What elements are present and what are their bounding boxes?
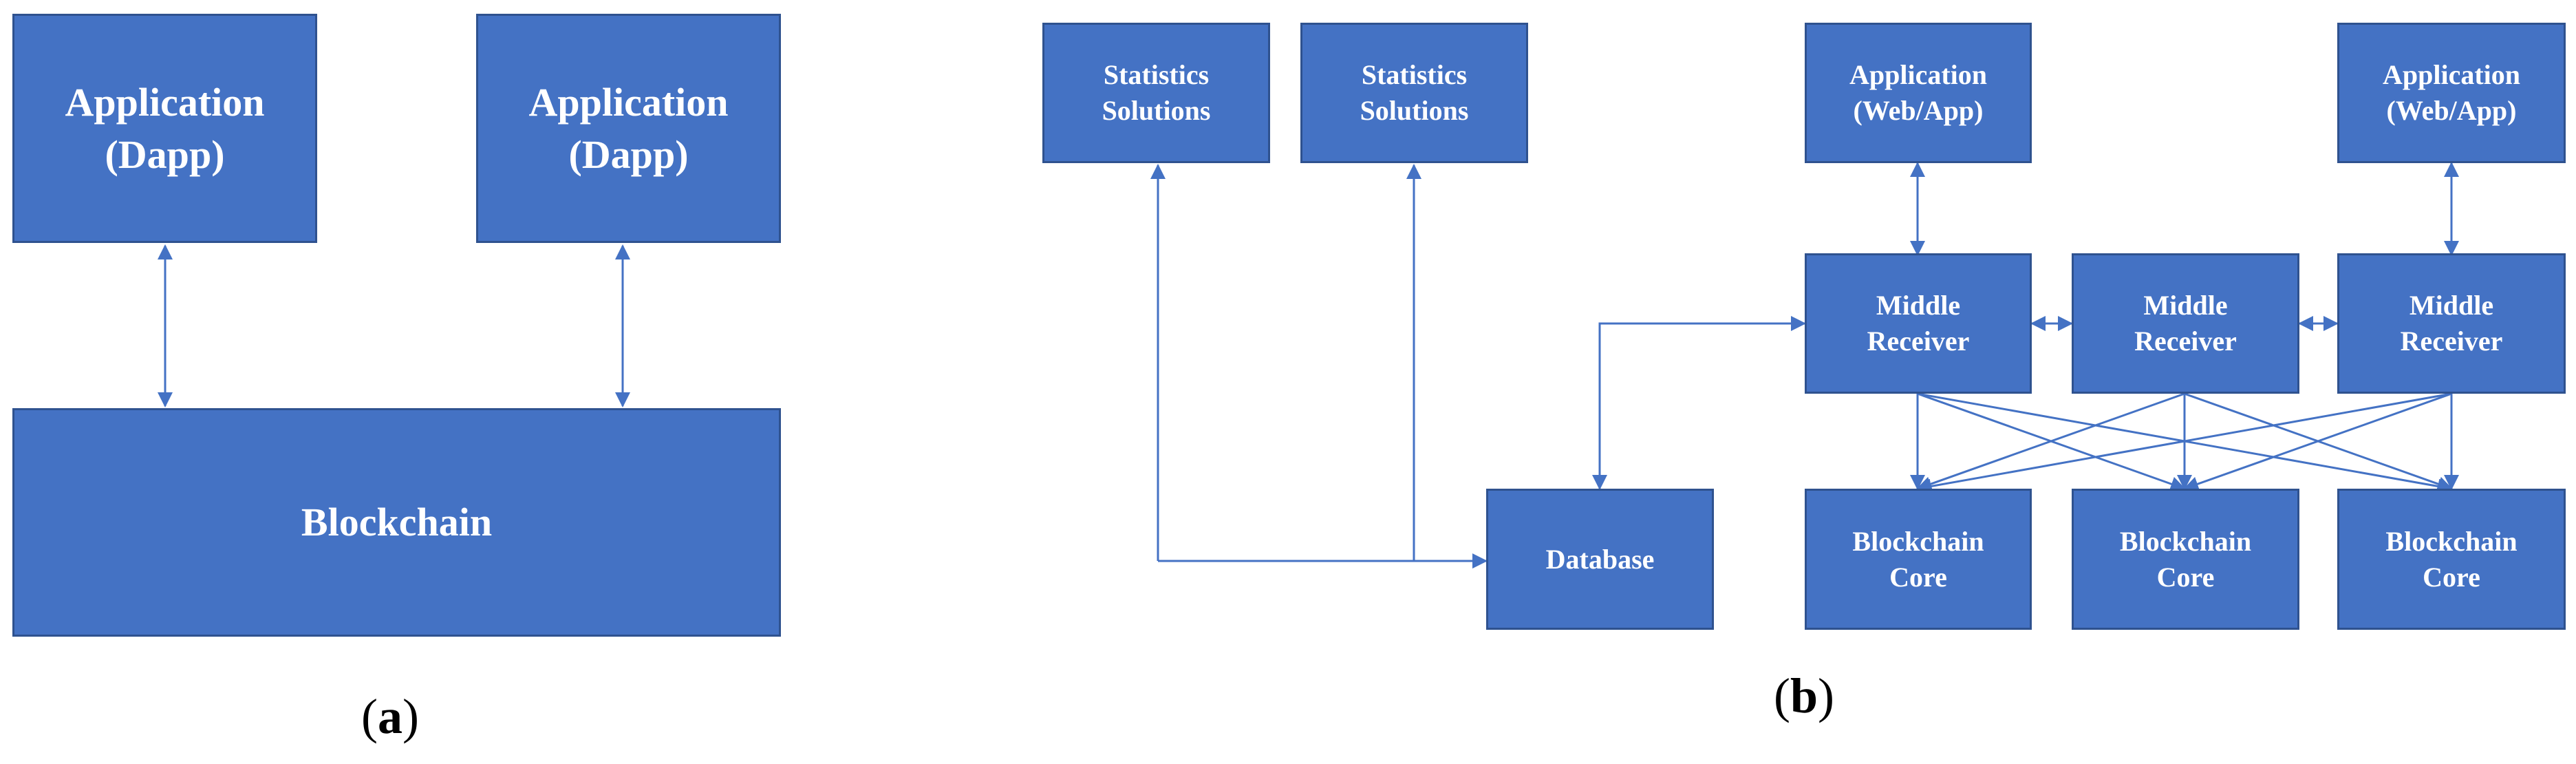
arrow-m3-c1 xyxy=(1916,392,2452,494)
blockchain-core-2: Blockchain Core xyxy=(2072,489,2299,630)
application-dapp-right-line1: Application xyxy=(528,80,729,125)
middle-receiver-3-line1: Middle xyxy=(2409,290,2494,321)
blockchain-core-3-line2: Core xyxy=(2423,561,2480,593)
middle-receiver-1-line2: Receiver xyxy=(1867,326,1970,357)
blockchain-core-2-line1: Blockchain xyxy=(2119,525,2252,557)
application-web-app-2-line2: (Web/App) xyxy=(2386,95,2517,126)
application-dapp-right: Application (Dapp) xyxy=(476,14,781,243)
caption-a: (a) xyxy=(361,689,419,744)
middle-receiver-1: Middle Receiver xyxy=(1805,253,2032,394)
blockchain-core-3: Blockchain Core xyxy=(2337,489,2566,630)
blockchain-core-1: Blockchain Core xyxy=(1805,489,2032,630)
arrow-m2-c1 xyxy=(1916,392,2185,491)
database: Database xyxy=(1486,489,1714,630)
application-web-app-1: Application (Web/App) xyxy=(1805,23,2032,163)
blockchain-layer: Blockchain xyxy=(12,408,781,637)
caption-b-letter: b xyxy=(1790,668,1818,723)
blockchain-core-2-line2: Core xyxy=(2156,561,2215,593)
statistics-solutions-1: Statistics Solutions xyxy=(1042,23,1270,163)
blockchain-core-1-line2: Core xyxy=(1889,561,1947,593)
statistics-solutions-2-line1: Statistics xyxy=(1361,59,1468,90)
application-web-app-1-line2: (Web/App) xyxy=(1853,95,1984,126)
statistics-solutions-2-line2: Solutions xyxy=(1360,95,1469,126)
application-dapp-left: Application (Dapp) xyxy=(12,14,317,243)
application-dapp-right-line2: (Dapp) xyxy=(568,131,689,177)
middle-receiver-2-line2: Receiver xyxy=(2134,326,2237,357)
middle-receiver-3-line2: Receiver xyxy=(2400,326,2503,357)
caption-b: (b) xyxy=(1774,668,1835,723)
middle-receiver-1-line1: Middle xyxy=(1876,290,1961,321)
blockchain-label: Blockchain xyxy=(301,500,493,545)
blockchain-core-1-line1: Blockchain xyxy=(1852,525,1984,557)
caption-a-letter: a xyxy=(377,689,402,744)
application-web-app-2-line1: Application xyxy=(2382,59,2521,90)
statistics-solutions-1-line2: Solutions xyxy=(1102,95,1211,126)
application-web-app-1-line1: Application xyxy=(1849,59,1988,90)
application-dapp-left-line1: Application xyxy=(65,80,265,125)
database-label: Database xyxy=(1545,543,1655,575)
arrow-database-middle-1 xyxy=(1592,316,1806,490)
middle-receiver-3: Middle Receiver xyxy=(2337,253,2566,394)
application-web-app-2: Application (Web/App) xyxy=(2337,23,2566,163)
middle-receiver-2-line1: Middle xyxy=(2143,290,2228,321)
blockchain-core-3-line1: Blockchain xyxy=(2385,525,2518,557)
arrow-m3-c2 xyxy=(2183,392,2452,491)
middle-receiver-2: Middle Receiver xyxy=(2072,253,2299,394)
application-dapp-left-line2: (Dapp) xyxy=(105,131,225,177)
statistics-solutions-2: Statistics Solutions xyxy=(1300,23,1528,163)
statistics-solutions-1-line1: Statistics xyxy=(1103,59,1210,90)
